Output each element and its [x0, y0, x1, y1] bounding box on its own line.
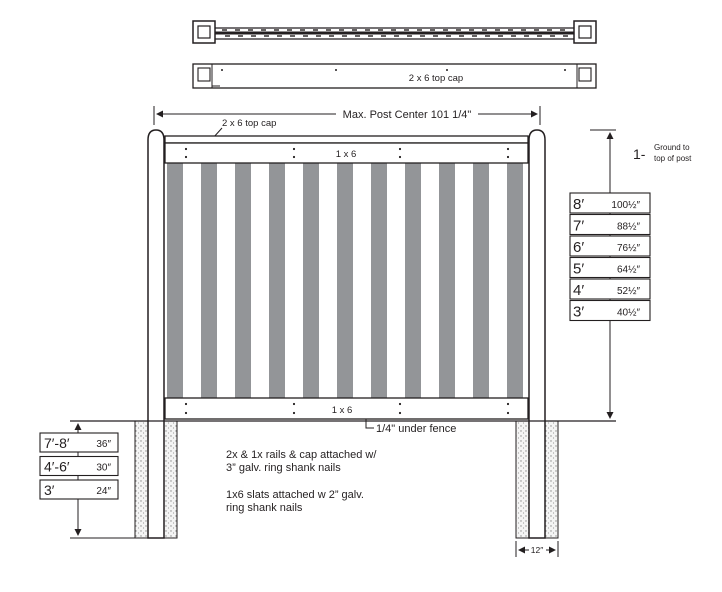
- slats-note-line2: ring shank nails: [226, 502, 303, 514]
- height-row: 6′ 76½″: [569, 235, 651, 257]
- height-post: 40½″: [617, 308, 640, 319]
- slat: [371, 163, 387, 398]
- height-post: 76½″: [617, 243, 640, 254]
- top-rail: 1 x 6: [164, 142, 529, 164]
- slat: [235, 163, 251, 398]
- slat: [167, 163, 183, 398]
- depth-row: 3′ 24″: [39, 479, 119, 500]
- depth-value: 36″: [96, 439, 111, 450]
- top-view-post-right: [573, 20, 597, 44]
- height-row: 7′ 88½″: [569, 213, 651, 236]
- gap-callout: 1/4" under fence: [365, 419, 456, 435]
- height-fence: 5′: [573, 261, 584, 278]
- top-view-post-left: [192, 20, 216, 44]
- top-cap-callout-label: 2 x 6 top cap: [222, 118, 276, 129]
- ground-note-line1: Ground to: [654, 143, 690, 152]
- height-post: 52½″: [617, 286, 640, 297]
- height-fence: 8′: [573, 196, 584, 213]
- depth-fence: 4′-6′: [44, 459, 70, 475]
- depth-row: 4′-6′ 30″: [39, 455, 119, 477]
- top-view-cap-label: 2 x 6 top cap: [409, 73, 463, 84]
- slat: [337, 163, 353, 398]
- top-cap: [164, 135, 529, 144]
- span-label: Max. Post Center 101 1/4": [343, 109, 472, 121]
- bottom-rail-label: 1 x 6: [332, 405, 353, 416]
- depth-row: 7′-8′ 36″: [39, 432, 119, 453]
- nails-note-line2: 3” galv. ring shank nails: [226, 462, 341, 474]
- height-table: 8′ 100½″ 7′ 88½″ 6′ 76½″ 5′ 64½″ 4′ 52½″ 3′ 40½″: [569, 192, 651, 322]
- height-row: 8′ 100½″: [569, 192, 651, 214]
- height-post: 100½″: [611, 200, 640, 211]
- slats-note-line1: 1x6 slats attached w 2” galv.: [226, 489, 364, 501]
- post-left: [147, 129, 165, 539]
- height-fence: 6′: [573, 239, 584, 256]
- bottom-rail: 1 x 6: [164, 397, 529, 420]
- height-row: 4′ 52½″: [569, 278, 651, 300]
- slat: [473, 163, 489, 398]
- height-row: 3′ 40½″: [569, 299, 651, 322]
- notes: 2x & 1x rails & cap attached w/ 3” galv.…: [226, 449, 377, 514]
- height-fence: 7′: [573, 218, 584, 235]
- height-fence: 3′: [573, 304, 584, 321]
- slat: [269, 163, 285, 398]
- ground-note-prefix: 1-: [633, 146, 646, 162]
- slat: [507, 163, 523, 398]
- height-post: 64½″: [617, 265, 640, 276]
- height-fence: 4′: [573, 282, 584, 299]
- top-view-cap: 2 x 6 top cap: [192, 63, 597, 89]
- depth-table: 7′-8′ 36″ 4′-6′ 30″ 3′ 24″: [39, 432, 119, 500]
- depth-fence: 3′: [44, 482, 55, 498]
- ground-note-line2: top of post: [654, 154, 692, 163]
- height-post: 88½″: [617, 222, 640, 233]
- top-view-rail: [192, 20, 597, 44]
- height-row: 5′ 64½″: [569, 256, 651, 279]
- slat: [303, 163, 319, 398]
- nails-note-line1: 2x & 1x rails & cap attached w/: [226, 449, 377, 461]
- slat: [439, 163, 455, 398]
- gap-label: 1/4" under fence: [376, 423, 456, 435]
- footing-width-dimension: 12″: [515, 541, 559, 557]
- depth-fence: 7′-8′: [44, 435, 70, 451]
- slat: [201, 163, 217, 398]
- top-rail-label: 1 x 6: [336, 149, 357, 160]
- span-dimension: Max. Post Center 101 1/4": [153, 106, 541, 125]
- top-cap-callout: 2 x 6 top cap: [212, 118, 276, 139]
- slats: [167, 163, 523, 398]
- slat: [405, 163, 421, 398]
- depth-value: 30″: [96, 463, 111, 474]
- post-right: [528, 129, 546, 539]
- depth-value: 24″: [96, 486, 111, 497]
- footing-width-label: 12″: [531, 545, 543, 555]
